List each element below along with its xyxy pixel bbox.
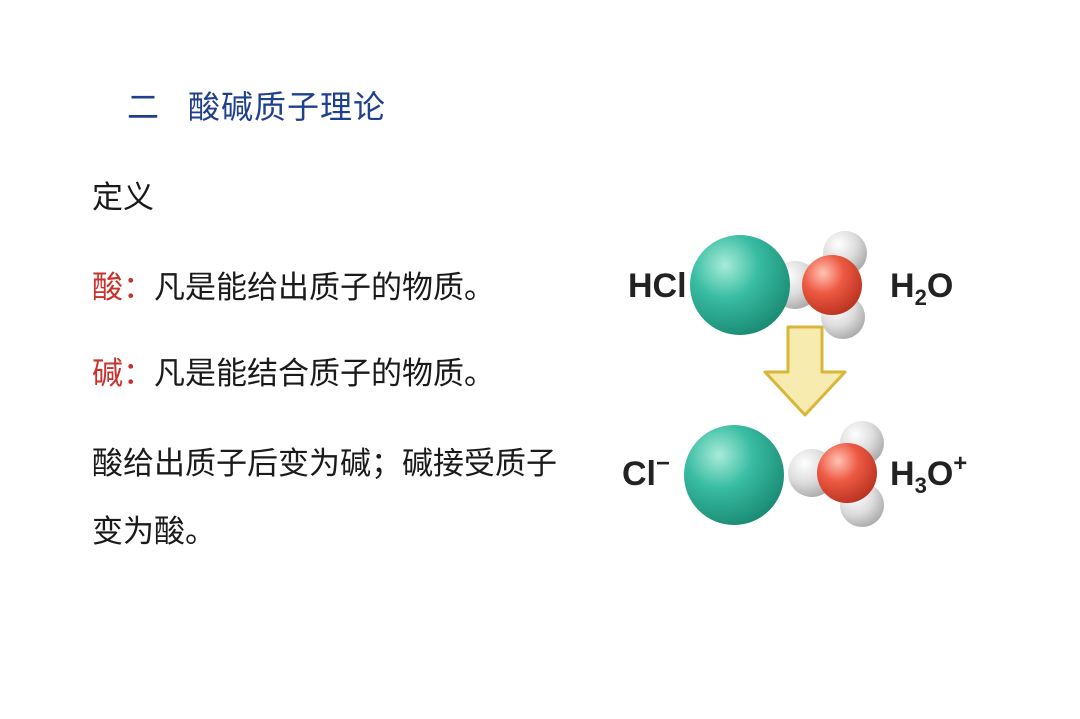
chloride-ion <box>684 425 784 525</box>
base-definition: 碱：凡是能结合质子的物质。 <box>92 348 495 393</box>
chlorine-atom <box>690 235 790 335</box>
acid-definition: 酸：凡是能给出质子的物质。 <box>92 262 495 307</box>
hydronium-label: H3O+ <box>890 450 967 498</box>
chloride-label: Cl− <box>622 450 670 493</box>
hcl-h2o-molecules <box>690 231 867 339</box>
base-term: 碱： <box>92 356 154 392</box>
section-number: 二 <box>127 88 161 126</box>
hcl-label: HCl <box>628 267 687 305</box>
reaction-arrow-icon <box>763 325 847 417</box>
definition-heading: 定义 <box>92 180 154 216</box>
base-description: 凡是能结合质子的物质。 <box>154 356 495 392</box>
cl-h3o-molecules <box>684 421 884 527</box>
h2o-label: H2O <box>890 267 953 310</box>
oxygen-atom <box>802 255 862 315</box>
acid-description: 凡是能给出质子的物质。 <box>154 270 495 306</box>
section-title: 酸碱质子理论 <box>188 88 387 126</box>
proton-transfer-diagram: HCl H2O Cl− H3O+ <box>622 231 967 527</box>
acid-term: 酸： <box>92 270 154 306</box>
slide-title: 二 酸碱质子理论 <box>127 82 386 128</box>
conjugate-explanation: 酸给出质子后变为碱；碱接受质子变为酸。 <box>92 446 557 550</box>
oxygen-atom-hydronium <box>817 443 877 503</box>
